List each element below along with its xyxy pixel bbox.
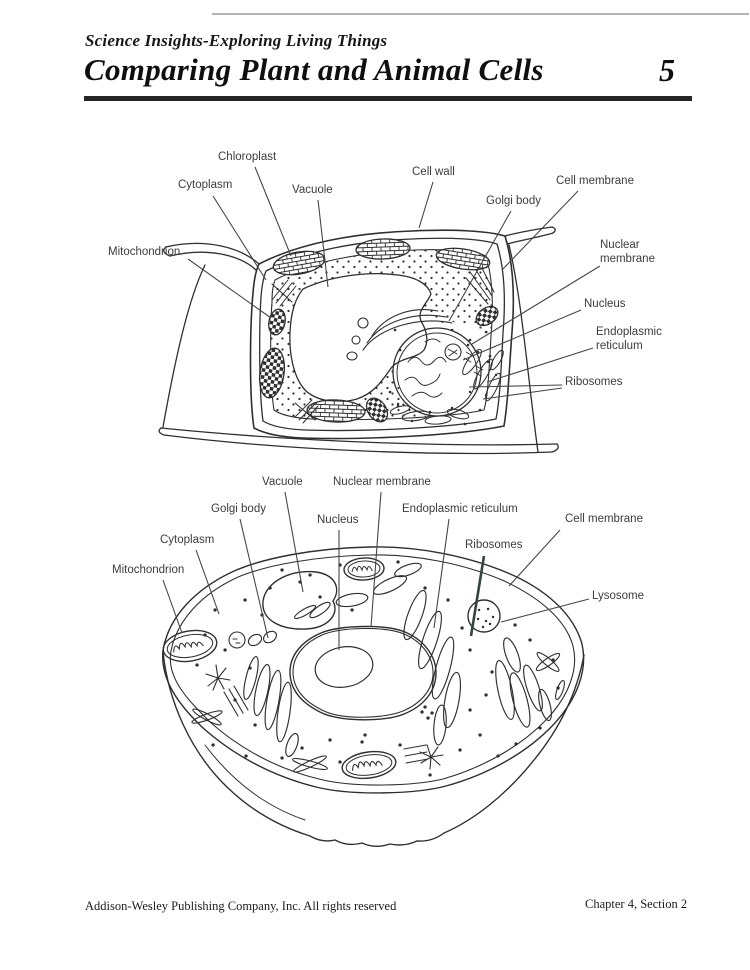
series-title: Science Insights-Exploring Living Things: [85, 31, 388, 50]
plant-label-endoplasmic-reticulum: Endoplasmic reticulum: [596, 326, 662, 352]
plant-free-dots: [388, 328, 492, 426]
plant-golgi: [346, 309, 453, 361]
footer-copyright: Addison-Wesley Publishing Company, Inc. …: [85, 899, 397, 913]
plant-label-cell-wall: Cell wall: [412, 166, 455, 178]
footer-chapter: Chapter 4, Section 2: [585, 897, 688, 911]
plant-cell-illustration: [158, 226, 559, 455]
animal-leader-ribosomes: [469, 555, 486, 637]
plant-chloroplasts: [258, 238, 491, 423]
animal-nucleus: [289, 625, 437, 721]
animal-bottom-rim: [162, 651, 585, 847]
animal-vacuole: [262, 570, 338, 630]
animal-cell-illustration: [162, 546, 585, 847]
animal-centrioles: [205, 664, 444, 770]
animal-leader-lysosome: [500, 598, 590, 623]
plant-vacuole: [289, 273, 432, 403]
animal-label-ribosomes: Ribosomes: [465, 539, 523, 551]
plant-leader-mitochondrion: [187, 258, 272, 319]
animal-er: [309, 562, 552, 746]
animal-lysosome: [467, 599, 501, 633]
plant-mitochondria: [268, 305, 499, 336]
animal-label-golgi-body: Golgi body: [211, 503, 266, 515]
plant-leader-endoplasmic-reticulum: [486, 347, 594, 383]
plant-leader-cell-membrane: [501, 190, 579, 271]
animal-label-cytoplasm: Cytoplasm: [160, 534, 215, 546]
plant-label-ribosomes: Ribosomes: [565, 376, 623, 388]
animal-label-vacuole: Vacuole: [262, 476, 303, 488]
animal-leader-cell-membrane: [508, 529, 561, 587]
animal-leader-mitochondrion: [162, 579, 183, 634]
animal-leader-vacuole: [284, 491, 304, 593]
plant-label-nuclear-membrane: Nuclear membrane: [600, 239, 655, 265]
plant-leader-ribosomes: [482, 387, 563, 400]
plant-leader-vacuole: [317, 199, 329, 288]
plant-ribosome-dots: [396, 343, 498, 423]
plant-label-mitochondrion: Mitochondrion: [108, 246, 181, 258]
plant-label-cytoplasm: Cytoplasm: [178, 179, 233, 191]
plant-leader-cell-wall: [418, 181, 434, 229]
plant-leader-cytoplasm: [212, 195, 267, 281]
plant-leader-golgi-body: [448, 210, 512, 322]
leader-lines: [162, 166, 601, 650]
animal-nucleolus: [314, 646, 374, 688]
animal-leader-cytoplasm: [195, 549, 220, 615]
animal-membrane: [162, 546, 585, 794]
plant-label-golgi-body: Golgi body: [486, 195, 541, 207]
plant-leader-chloroplast: [254, 166, 292, 257]
plant-er: [389, 348, 504, 425]
page-number: 5: [659, 52, 675, 88]
animal-label-nucleus: Nucleus: [317, 514, 359, 526]
animal-golgi: [243, 630, 299, 757]
plant-leader-nuclear-membrane: [471, 265, 601, 345]
plant-label-chloroplast: Chloroplast: [218, 151, 277, 163]
plant-hatch-marks: [271, 267, 495, 424]
animal-ribosome-dots: [195, 560, 560, 777]
plant-label-vacuole: Vacuole: [292, 184, 333, 196]
plant-leader-nucleus: [462, 309, 582, 361]
animal-leader-golgi-body: [239, 518, 269, 639]
animal-mitochondria: [162, 557, 397, 780]
animal-filaments: [191, 604, 565, 773]
animal-label-lysosome: Lysosome: [592, 590, 644, 602]
animal-leader-endoplasmic-reticulum: [433, 518, 450, 629]
animal-label-nuclear-membrane: Nuclear membrane: [333, 476, 431, 488]
animal-label-mitochondrion: Mitochondrion: [112, 564, 185, 576]
header-rule: [84, 96, 692, 101]
animal-label-endoplasmic-reticulum: Endoplasmic reticulum: [402, 503, 518, 515]
scan-artifact-line: [212, 13, 749, 15]
animal-leader-nuclear-membrane: [370, 491, 382, 628]
plant-label-cell-membrane: Cell membrane: [556, 175, 634, 187]
page-title: Comparing Plant and Animal Cells: [84, 52, 544, 87]
plant-label-nucleus: Nucleus: [584, 298, 626, 310]
plant-leader-ribosomes: [468, 384, 563, 388]
plant-nucleolus: [444, 343, 462, 361]
adjacent-cell-walls: [158, 226, 559, 455]
animal-label-cell-membrane: Cell membrane: [565, 513, 643, 525]
